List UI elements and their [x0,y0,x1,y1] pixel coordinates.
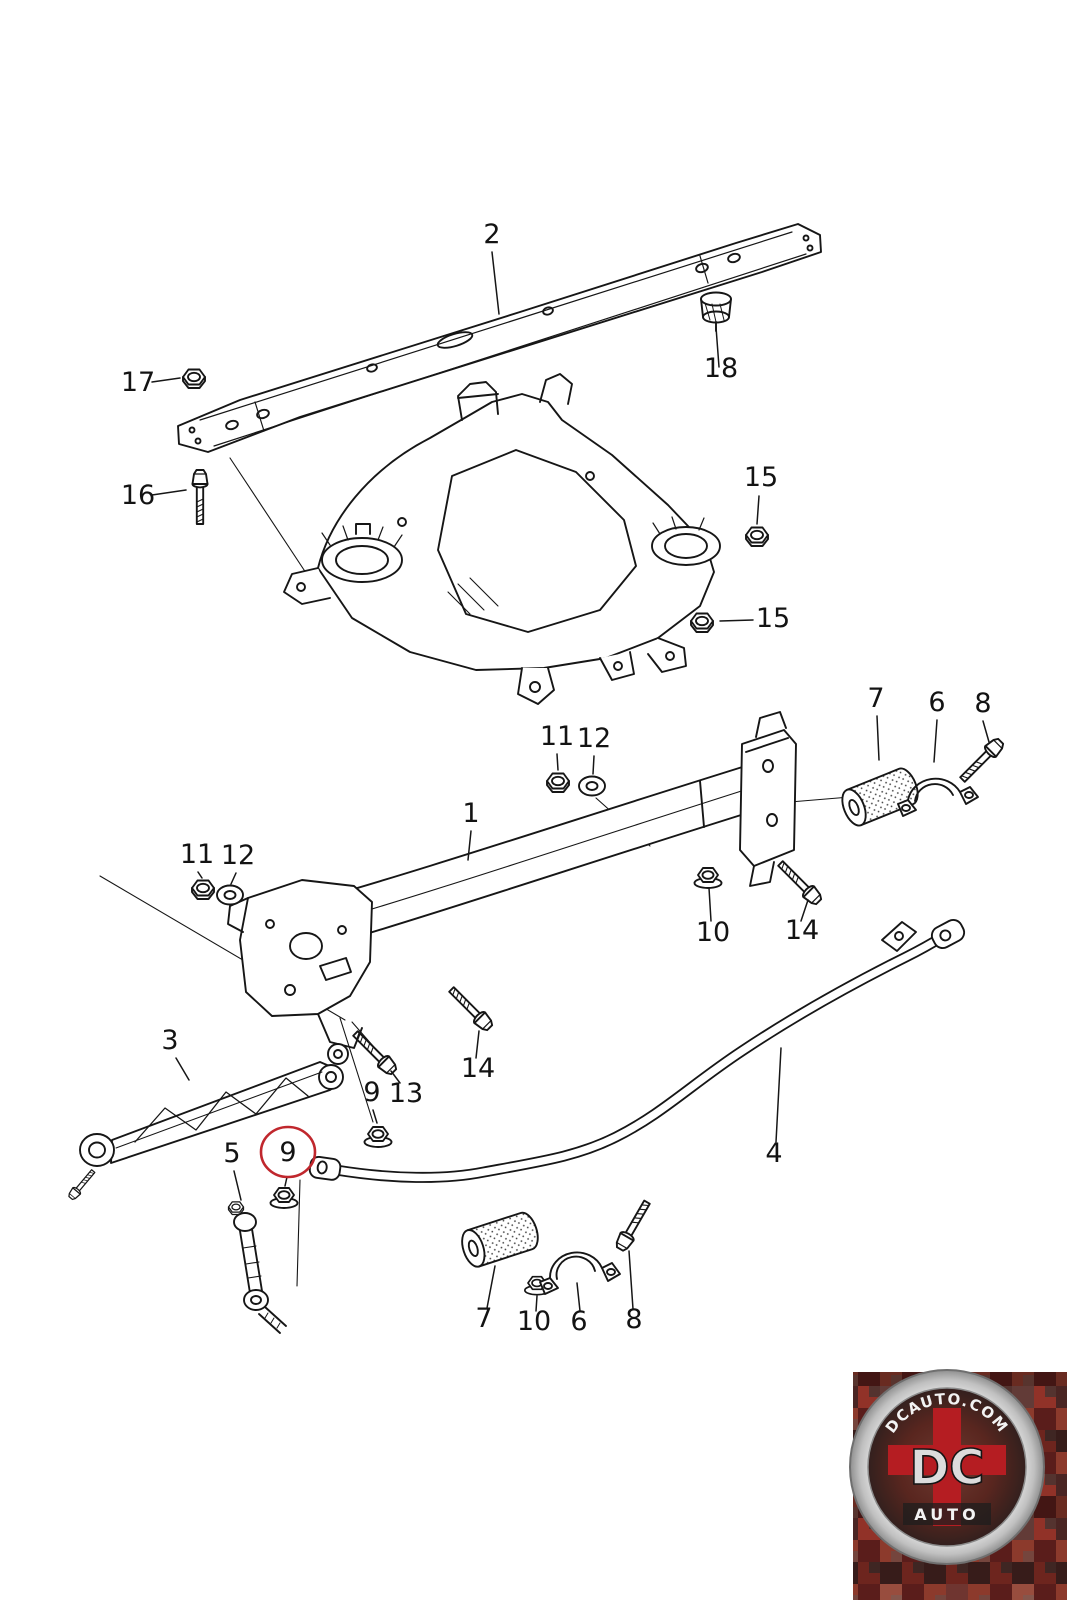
logo-auto-text: AUTO [914,1505,979,1524]
part-7-bushing-bottom [461,1211,539,1268]
part-label-3: 3 [161,1025,178,1056]
callout-labels: 2 17 18 16 15 15 7 6 8 11 12 1 11 12 10 … [121,219,992,1337]
part-11-nut-lower [191,879,215,900]
part-label-12-lower: 12 [221,840,255,871]
part-6-clamp-top [897,777,979,817]
part-2-cross-member [177,223,822,453]
part-label-15-lower: 15 [756,603,790,634]
part-15-nut-upper [745,526,769,547]
part-12-washer-upper [578,775,606,797]
part-label-5: 5 [223,1138,240,1169]
part-label-13: 13 [389,1078,423,1109]
part-label-12-upper: 12 [577,723,611,754]
part-label-16: 16 [121,480,155,511]
part-label-6-top: 6 [928,687,945,718]
part-3-control-arm [79,1061,344,1167]
part-label-8-bottom: 8 [625,1304,642,1335]
part-label-10-bottom: 10 [517,1306,551,1337]
logo-auto-band [903,1503,991,1525]
highlight-circle-part-9 [259,1125,317,1179]
part-label-11-lower: 11 [180,839,214,870]
logo-dc-text: DC [909,1440,984,1496]
part-label-7-top: 7 [867,683,884,714]
part-label-14-center: 14 [461,1053,495,1084]
part-12-washer-lower [216,884,244,906]
part-label-6-bottom: 6 [570,1306,587,1337]
part-18-mount [700,291,732,332]
part-label-14-right: 14 [785,915,819,946]
part-5-stabilizer-link [227,1201,287,1334]
part-label-9-circled: 9 [279,1137,296,1168]
part-label-2: 2 [483,219,500,250]
part-label-4: 4 [765,1138,782,1169]
part-7-bushing-top [841,767,919,827]
part-11-nut-upper [546,772,570,793]
part-label-1: 1 [462,798,479,829]
part-label-11-upper: 11 [540,721,574,752]
diagram-artwork [66,223,1007,1334]
part-label-15-upper: 15 [744,462,778,493]
part-label-7-bottom: 7 [475,1303,492,1334]
part-4-stabilizer-bar [308,918,966,1183]
part-label-9-upper: 9 [363,1077,380,1108]
part-label-18: 18 [704,353,738,384]
part-17-nut [182,368,206,389]
watermark-region: DCAUTO.COM DC AUTO [849,1369,1067,1600]
dcauto-badge: DCAUTO.COM DC AUTO [849,1369,1045,1565]
logo-cross-horizontal [888,1445,1006,1475]
subframe-carrier [283,373,721,705]
part-15-nut-lower [690,612,714,633]
leader-lines [151,251,990,1312]
part-label-17: 17 [121,367,155,398]
part-label-8-top: 8 [974,688,991,719]
part-6-clamp-bottom [539,1251,621,1295]
part-label-10-upper: 10 [696,917,730,948]
part-1-cross-tube [227,711,797,1065]
